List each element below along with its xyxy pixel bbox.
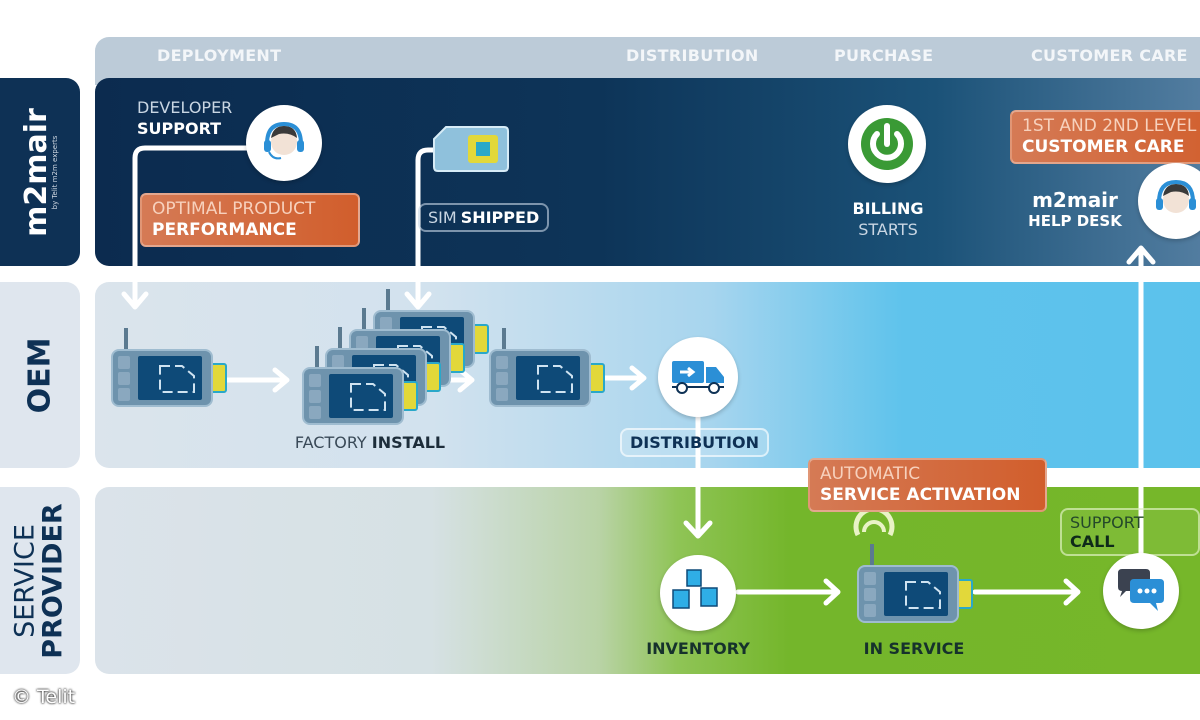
row-label-m2mair: m2mair by Telit m2m experts <box>0 78 80 266</box>
customer-care-callout: 1ST AND 2ND LEVEL CUSTOMER CARE <box>1010 110 1200 164</box>
device-module-icon <box>856 542 974 624</box>
support-call-bold: CALL <box>1070 532 1115 551</box>
sim-shipped-bold: SHIPPED <box>460 208 540 227</box>
developer-support-label: DEVELOPER SUPPORT <box>137 97 232 139</box>
developer-support-line1: DEVELOPER <box>137 98 233 117</box>
device-module-icon <box>110 326 228 408</box>
phase-customer-care: CUSTOMER CARE <box>1031 46 1188 65</box>
phase-deployment: DEPLOYMENT <box>157 46 282 65</box>
optimal-performance-line1: OPTIMAL PRODUCT <box>152 199 316 219</box>
row-label-service-provider: SERVICE PROVIDER <box>0 487 80 674</box>
help-desk-label: m2mair HELP DESK <box>1020 190 1130 232</box>
copyright-text: © Telit <box>12 686 76 708</box>
optimal-performance-line2: PERFORMANCE <box>152 220 297 240</box>
factory-install-bold: INSTALL <box>371 433 446 452</box>
auto-activation-callout: AUTOMATIC SERVICE ACTIVATION <box>808 458 1047 512</box>
customer-care-line1: 1ST AND 2ND LEVEL <box>1022 116 1197 136</box>
sim-card-icon <box>433 126 509 172</box>
billing-starts-label: BILLING STARTS <box>840 198 936 240</box>
in-service-label: IN SERVICE <box>863 639 965 658</box>
factory-install-normal: FACTORY <box>294 433 367 452</box>
billing-line2: STARTS <box>858 220 918 239</box>
support-call-tag: SUPPORT CALL <box>1060 508 1200 556</box>
optimal-performance-callout: OPTIMAL PRODUCT PERFORMANCE <box>140 193 360 247</box>
device-module-icon <box>488 326 606 408</box>
help-desk-agent-icon <box>1138 163 1200 239</box>
phase-distribution: DISTRIBUTION <box>626 46 759 65</box>
connector-dev-support <box>132 145 253 308</box>
sim-shipped-normal: SIM <box>428 208 457 227</box>
truck-icon <box>658 337 738 417</box>
inventory-label: INVENTORY <box>646 639 750 658</box>
phase-header-band <box>95 37 1200 85</box>
developer-support-line2: SUPPORT <box>137 119 222 138</box>
auto-activation-line2: SERVICE ACTIVATION <box>820 485 1021 505</box>
auto-activation-line1: AUTOMATIC <box>820 464 921 484</box>
help-desk-line2: HELP DESK <box>1028 212 1122 230</box>
help-desk-logo: m2mair <box>1032 188 1118 212</box>
inventory-boxes-icon <box>660 555 736 631</box>
billing-line1: BILLING <box>852 199 924 218</box>
phase-purchase: PURCHASE <box>834 46 934 65</box>
distribution-tag: DISTRIBUTION <box>620 428 769 457</box>
row-label-oem: OEM <box>0 282 80 468</box>
customer-care-line2: CUSTOMER CARE <box>1022 137 1185 157</box>
support-call-normal: SUPPORT <box>1070 513 1144 532</box>
factory-install-label: FACTORY INSTALL <box>280 432 460 453</box>
service-provider-row <box>95 487 1200 674</box>
headset-agent-icon <box>246 105 322 181</box>
chat-bubbles-icon <box>1103 553 1179 629</box>
power-button-icon <box>848 105 926 183</box>
connector-sim <box>415 147 443 308</box>
